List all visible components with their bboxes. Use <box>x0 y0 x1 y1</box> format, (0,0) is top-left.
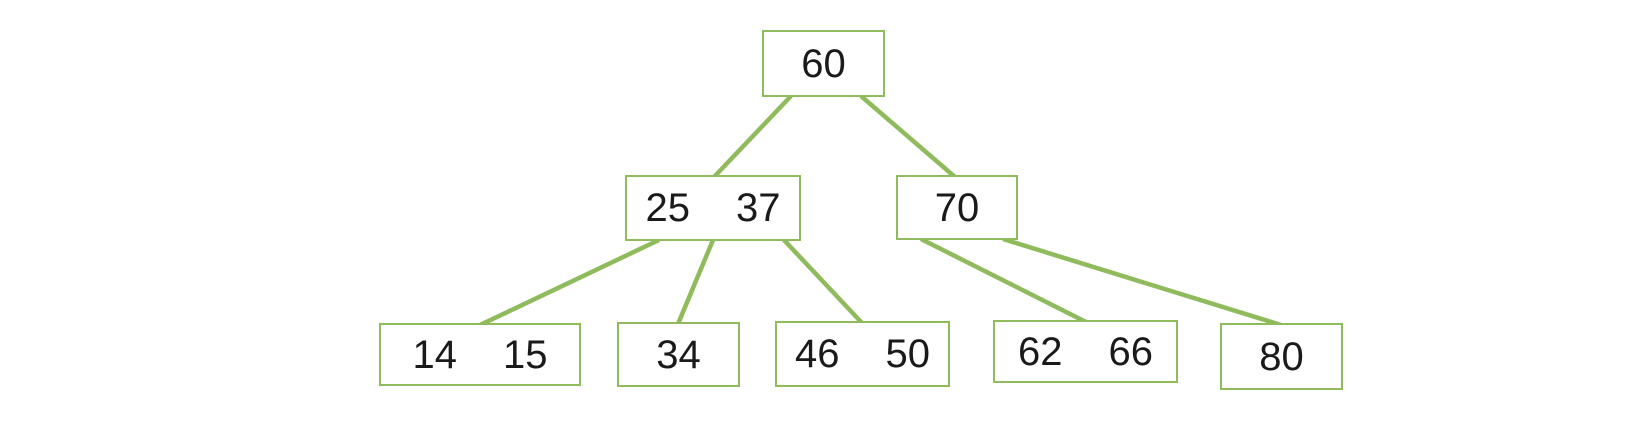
tree-node-62-66: 62 66 <box>993 320 1178 383</box>
node-key: 46 <box>795 332 840 376</box>
node-key: 25 <box>645 186 691 230</box>
edge-70-to-80 <box>1002 236 1282 328</box>
tree-node-70: 70 <box>896 175 1018 240</box>
tree-node-60: 60 <box>762 30 885 97</box>
tree-node-25-37: 25 37 <box>625 175 801 241</box>
edge-25-37-to-46-50 <box>782 238 864 325</box>
node-key: 15 <box>503 332 548 377</box>
edge-60-to-25-37 <box>712 94 793 179</box>
node-key: 70 <box>934 185 980 230</box>
edge-70-to-62-66 <box>919 236 1088 325</box>
node-key: 66 <box>1108 329 1154 374</box>
edge-25-37-to-14-15 <box>479 237 660 328</box>
tree-node-46-50: 46 50 <box>775 321 950 387</box>
edge-60-to-70 <box>859 94 957 179</box>
node-key: 14 <box>412 332 458 377</box>
tree-node-14-15: 14 15 <box>379 323 581 386</box>
node-key: 60 <box>801 41 846 86</box>
node-key: 37 <box>736 186 781 230</box>
tree-node-34: 34 <box>617 322 740 387</box>
tree-node-80: 80 <box>1220 323 1343 390</box>
node-key: 34 <box>656 332 701 377</box>
node-key: 50 <box>885 332 931 376</box>
edge-25-37-to-34 <box>675 239 716 325</box>
node-key: 62 <box>1018 329 1063 374</box>
node-key: 80 <box>1259 334 1304 379</box>
